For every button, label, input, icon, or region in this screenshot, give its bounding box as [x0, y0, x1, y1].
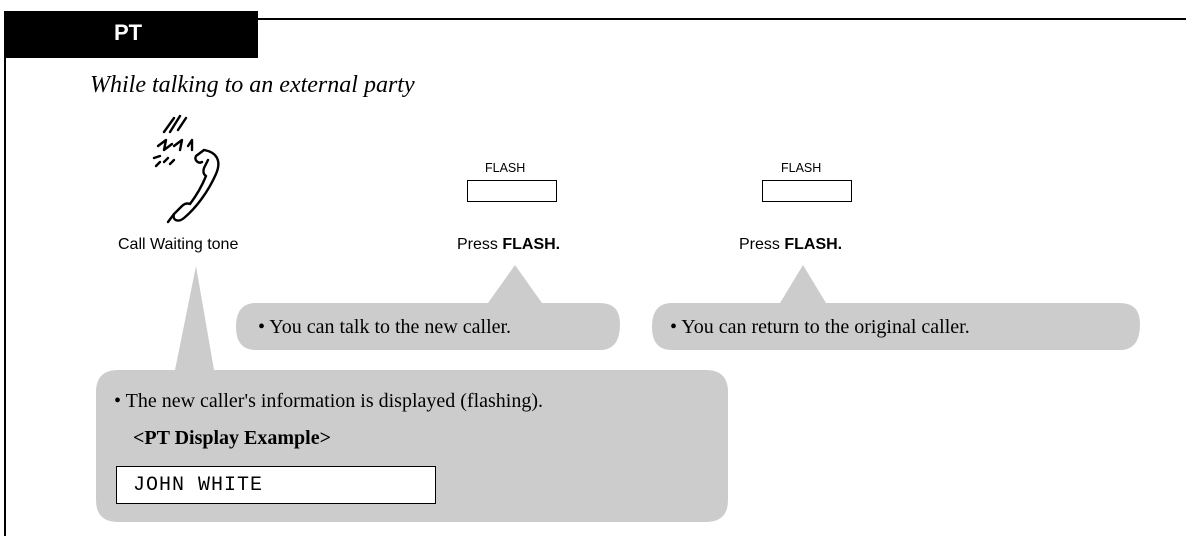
press-flash-caption-2: Press FLASH. [739, 236, 842, 254]
flash-key-2[interactable] [762, 180, 852, 202]
pt-display-text: JOHN WHITE [133, 474, 264, 497]
pt-display-screen: JOHN WHITE [116, 466, 436, 504]
condition-subtitle: While talking to an external party [90, 72, 415, 98]
call-waiting-caption: Call Waiting tone [118, 236, 239, 253]
callout-original-caller [652, 265, 1140, 350]
frame-top-rule [4, 18, 1186, 20]
press-key-name-2: FLASH. [784, 236, 843, 253]
flash-key-1[interactable] [467, 180, 557, 202]
press-key-name-1: FLASH. [502, 236, 561, 253]
callout-new-caller [236, 265, 620, 350]
frame-left-rule [4, 18, 6, 536]
section-tab-label: PT [114, 20, 143, 45]
press-prefix-2: Press [739, 236, 785, 253]
original-caller-text: • You can return to the original caller. [670, 316, 970, 338]
press-prefix-1: Press [457, 236, 503, 253]
flash-key-label-2: FLASH [781, 161, 822, 175]
flash-key-label-1: FLASH [485, 161, 526, 175]
display-example-heading: <PT Display Example> [133, 427, 332, 449]
new-caller-text: • You can talk to the new caller. [258, 316, 512, 338]
caller-info-text: • The new caller's information is displa… [114, 390, 544, 412]
press-flash-caption-1: Press FLASH. [457, 236, 560, 254]
callout-caller-info [96, 266, 728, 522]
section-tab: PT [4, 11, 258, 58]
ringing-handset-icon [152, 114, 220, 224]
